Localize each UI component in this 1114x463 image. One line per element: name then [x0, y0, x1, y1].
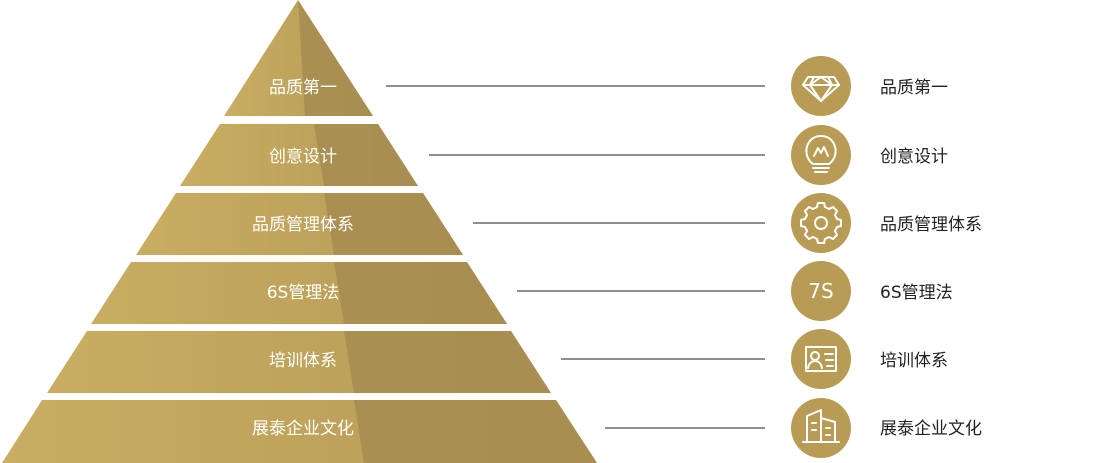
legend-item-label: 6S管理法 — [880, 283, 953, 303]
pyramid-tier-2: 创意设计 — [180, 124, 765, 186]
icon-circle — [791, 125, 851, 185]
tier-label: 品质管理体系 — [252, 215, 354, 235]
pyramid-tier-5: 培训体系 — [47, 331, 765, 393]
pyramid-tier-6: 展泰企业文化 — [2, 400, 765, 463]
tier-label: 展泰企业文化 — [252, 419, 354, 439]
pyramid-tier-1: 品质第一 — [224, 0, 765, 116]
legend-item: 7S 6S管理法 — [791, 261, 953, 321]
legend-item: 品质第一 — [791, 56, 948, 116]
legend-item-label: 展泰企业文化 — [880, 419, 982, 439]
icon-circle — [791, 329, 851, 389]
legend-item-label: 品质管理体系 — [880, 215, 982, 235]
pyramid-tier-3: 品质管理体系 — [136, 193, 765, 255]
tier-label: 创意设计 — [269, 147, 337, 167]
gear-icon — [800, 202, 842, 244]
lightbulb-icon — [805, 135, 837, 173]
tier-label: 6S管理法 — [267, 283, 340, 303]
tier-label: 品质第一 — [269, 78, 337, 98]
building-icon — [802, 409, 840, 443]
tier-label: 培训体系 — [269, 351, 337, 371]
icon-circle — [791, 261, 851, 321]
legend-item: 品质管理体系 — [791, 193, 982, 253]
pyramid-tier-4: 6S管理法 — [91, 262, 765, 324]
legend-item-label: 创意设计 — [880, 147, 948, 167]
legend-item-label: 培训体系 — [880, 351, 948, 371]
legend-item-label: 品质第一 — [880, 78, 948, 98]
legend-item: 创意设计 — [791, 125, 948, 185]
legend-item: 培训体系 — [791, 329, 948, 389]
7s-icon: 7S — [808, 279, 833, 303]
icon-circle — [791, 193, 851, 253]
diamond-icon — [802, 76, 840, 102]
legend-item: 展泰企业文化 — [791, 398, 982, 458]
id-card-icon — [805, 346, 837, 372]
